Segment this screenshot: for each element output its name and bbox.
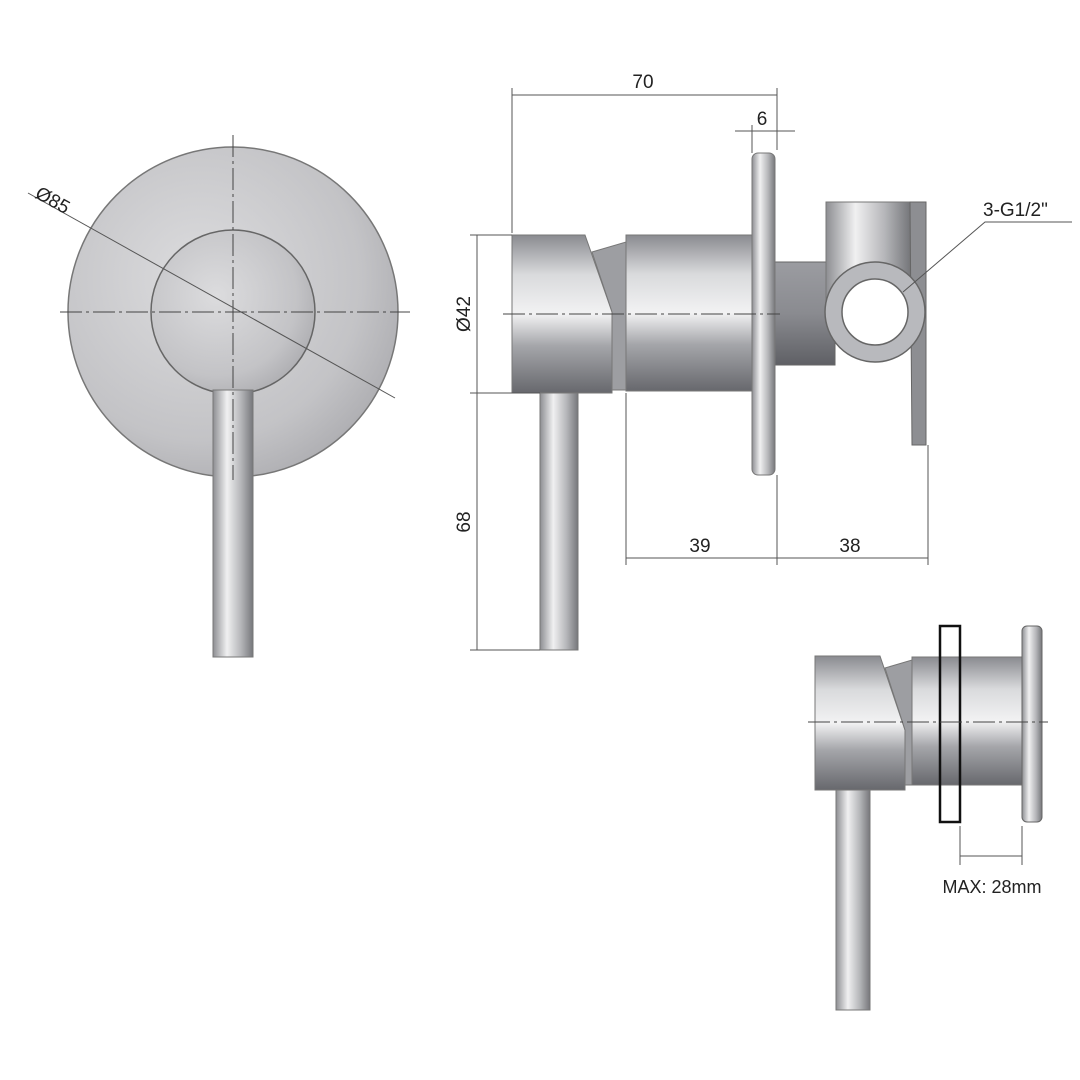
install-flange — [1021, 625, 1043, 823]
lever — [212, 389, 254, 658]
thread-label: 3-G1/2" — [983, 200, 1048, 221]
diameter-leader — [27, 192, 396, 399]
lever-length-label: 68 — [454, 511, 475, 532]
side-view: 70 6 Ø42 68 39 38 3-G1/2" — [454, 72, 1072, 651]
length-label: 70 — [632, 72, 653, 93]
depth-front-label: 39 — [689, 536, 710, 557]
front-view: Ø85 — [27, 135, 410, 658]
depth-back-label: 38 — [839, 536, 860, 557]
wall-section — [938, 624, 962, 824]
install-lever — [835, 789, 871, 1011]
thread-leader — [902, 221, 1072, 293]
plate-diameter-label: Ø85 — [32, 183, 74, 219]
flange-thickness-label: 6 — [757, 109, 768, 130]
max-wall-label: MAX: 28mm — [942, 877, 1041, 897]
side-lever — [539, 392, 579, 651]
valve-body — [625, 234, 753, 392]
handle-diameter-label: Ø42 — [454, 296, 475, 332]
install-body — [911, 656, 1025, 786]
install-view: MAX: 28mm — [808, 624, 1048, 1011]
thread-opening — [841, 278, 909, 346]
